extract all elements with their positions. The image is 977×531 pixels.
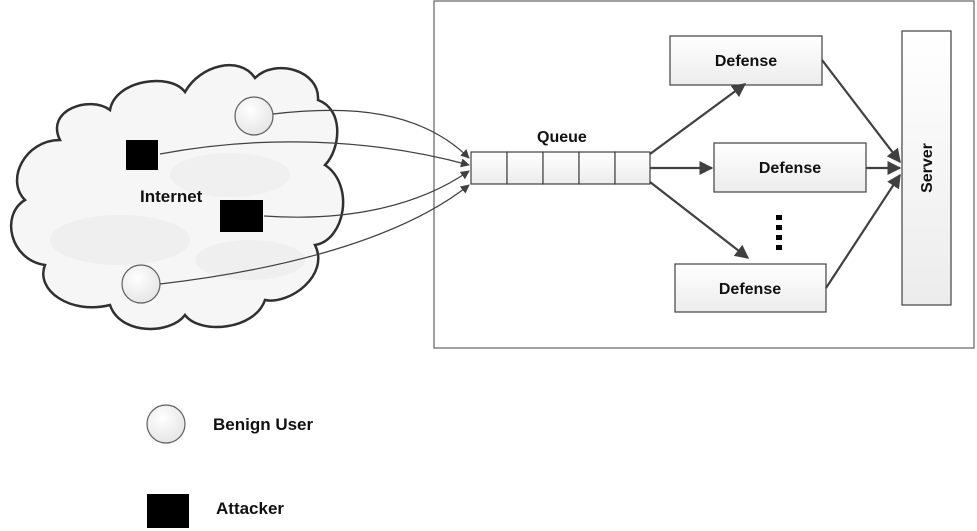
server-label: Server bbox=[919, 143, 936, 193]
defense-box-3: Defense bbox=[674, 263, 827, 313]
legend-benign-label: Benign User bbox=[213, 415, 314, 434]
defense-label-3: Defense bbox=[719, 281, 781, 298]
legend-attacker-label: Attacker bbox=[216, 499, 284, 518]
dispatch-arrow bbox=[649, 83, 747, 155]
queue-slot bbox=[470, 151, 508, 185]
benign-user-bottom bbox=[121, 264, 161, 304]
queue bbox=[470, 151, 651, 185]
queue-slot bbox=[614, 151, 651, 185]
attacker-bottom bbox=[220, 200, 263, 232]
queue-slot bbox=[542, 151, 580, 185]
queue-label: Queue bbox=[537, 129, 587, 146]
server-arrow bbox=[821, 59, 901, 164]
flow-arrow bbox=[263, 170, 470, 218]
queue-slot bbox=[578, 151, 616, 185]
flow-arrow bbox=[159, 184, 470, 285]
server-box: Server bbox=[901, 30, 952, 306]
server-arrow bbox=[825, 173, 901, 289]
legend: Benign User Attacker bbox=[146, 404, 314, 528]
defense-label-2: Defense bbox=[759, 160, 821, 177]
dispatch-arrow bbox=[649, 181, 750, 259]
flow-arrow bbox=[159, 141, 470, 168]
defense-box-2: Defense bbox=[713, 142, 867, 193]
internet-label: Internet bbox=[140, 187, 203, 206]
defense-label-1: Defense bbox=[715, 53, 777, 70]
benign-user-top bbox=[234, 96, 274, 136]
ellipsis-dots bbox=[776, 215, 782, 250]
attacker-top bbox=[126, 140, 158, 170]
legend-benign-icon bbox=[146, 404, 186, 444]
queue-slot bbox=[506, 151, 544, 185]
flow-arrow bbox=[272, 109, 470, 159]
defense-box-1: Defense bbox=[669, 35, 823, 86]
legend-attacker-icon bbox=[147, 494, 189, 528]
